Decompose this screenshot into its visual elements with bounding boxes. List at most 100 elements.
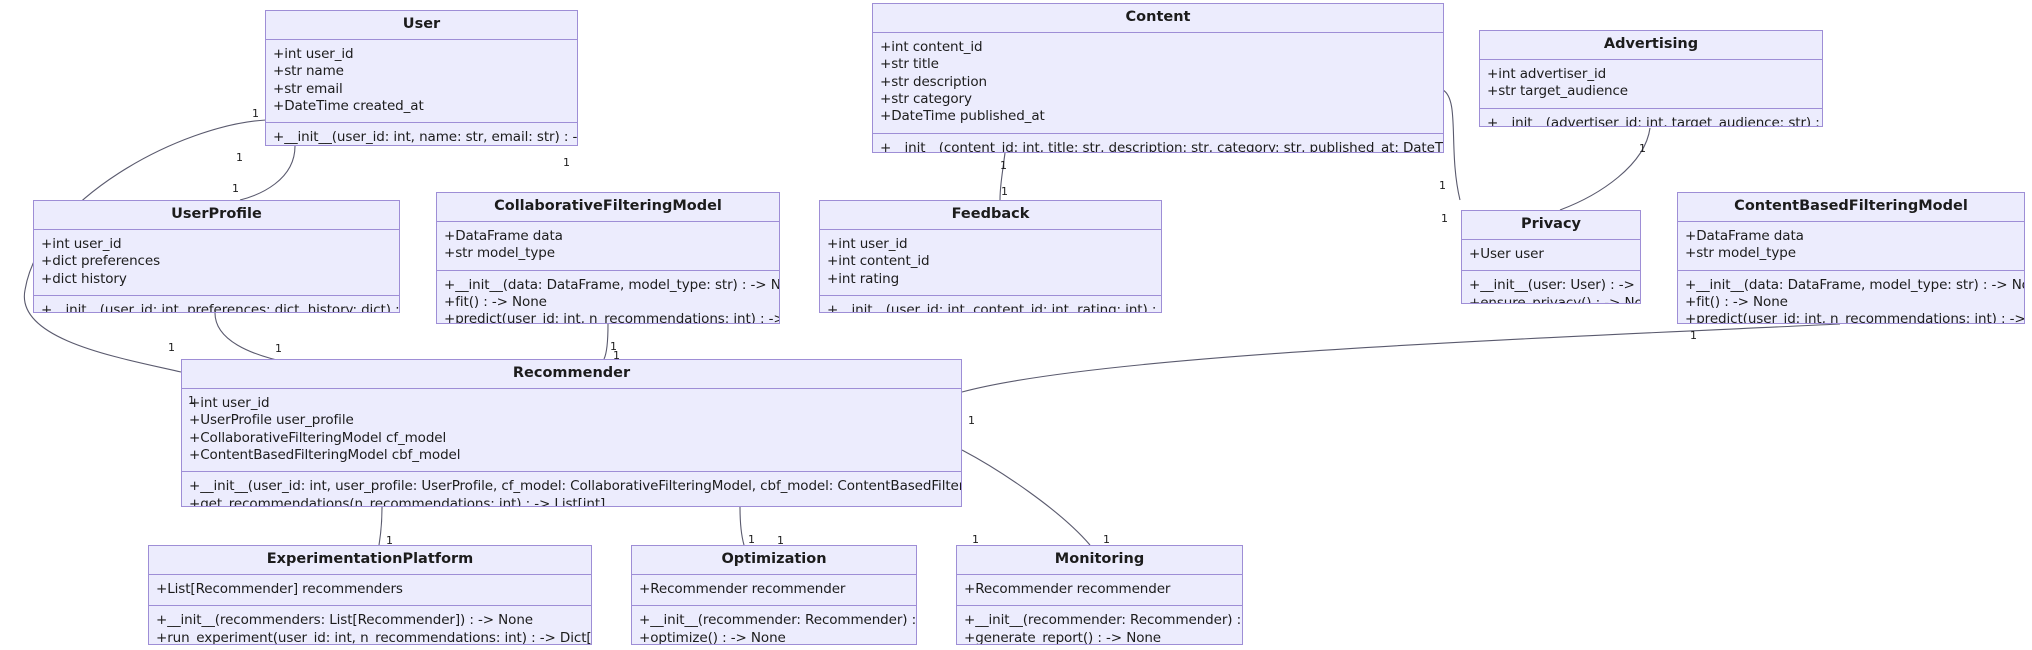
attribute-row: +List[Recommender] recommenders bbox=[156, 581, 403, 598]
class-methods-experimentation: +__init__(recommenders: List[Recommender… bbox=[149, 606, 592, 645]
attribute-row: +int content_id bbox=[827, 253, 930, 270]
class-methods-user: +__init__(user_id: int, name: str, email… bbox=[266, 123, 578, 146]
multiplicity-label: 1 bbox=[232, 182, 239, 195]
association-edge-recommender-experimentation bbox=[378, 506, 383, 546]
uml-class-recommender[interactable]: Recommender+int user_id+UserProfile user… bbox=[181, 359, 962, 507]
method-row: +__init__(data: DataFrame, model_type: s… bbox=[1685, 276, 2025, 293]
uml-class-feedback[interactable]: Feedback+int user_id+int content_id+int … bbox=[819, 200, 1162, 313]
method-row: +generate_report() : -> None bbox=[964, 629, 1162, 645]
multiplicity-label: 1 bbox=[1441, 212, 1448, 225]
class-title-content: Content bbox=[873, 4, 1443, 34]
multiplicity-label: 1 bbox=[968, 414, 975, 427]
class-attributes-content: +int content_id+str title+str descriptio… bbox=[873, 33, 1443, 134]
class-title-recommender: Recommender bbox=[182, 360, 961, 390]
attribute-row: +DataFrame data bbox=[1685, 228, 1804, 245]
method-row: +ensure_privacy() : -> None bbox=[1469, 294, 1641, 304]
multiplicity-label: 1 bbox=[188, 394, 195, 407]
class-title-userprofile: UserProfile bbox=[34, 201, 399, 231]
multiplicity-label: 1 bbox=[748, 533, 755, 546]
method-row: +predict(user_id: int, n_recommendations… bbox=[444, 311, 779, 324]
uml-class-privacy[interactable]: Privacy+User user+__init__(user: User) :… bbox=[1461, 210, 1641, 304]
class-title-monitoring: Monitoring bbox=[957, 546, 1242, 576]
method-row: +__init__(user_id: int, content_id: int,… bbox=[827, 302, 1161, 313]
class-title-user: User bbox=[266, 11, 577, 41]
uml-class-optimization[interactable]: Optimization+Recommender recommender+__i… bbox=[631, 545, 917, 645]
multiplicity-label: 1 bbox=[972, 533, 979, 546]
multiplicity-label: 1 bbox=[168, 341, 175, 354]
uml-class-content[interactable]: Content+int content_id+str title+str des… bbox=[872, 3, 1444, 153]
method-row: +__init__(data: DataFrame, model_type: s… bbox=[444, 276, 780, 293]
attribute-row: +dict history bbox=[41, 270, 127, 287]
attribute-row: +int content_id bbox=[880, 39, 983, 56]
attribute-row: +CollaborativeFilteringModel cf_model bbox=[189, 429, 447, 446]
uml-class-cbfmodel[interactable]: ContentBasedFilteringModel+DataFrame dat… bbox=[1677, 192, 2025, 324]
class-attributes-recommender: +int user_id+UserProfile user_profile+Co… bbox=[182, 389, 961, 473]
attribute-row: +str email bbox=[273, 80, 343, 97]
class-methods-monitoring: +__init__(recommender: Recommender) : ->… bbox=[957, 606, 1242, 645]
multiplicity-label: 1 bbox=[610, 340, 617, 353]
uml-class-advertising[interactable]: Advertising+int advertiser_id+str target… bbox=[1479, 30, 1823, 127]
class-methods-advertising: +__init__(advertiser_id: int, target_aud… bbox=[1480, 108, 1822, 126]
class-title-cbfmodel: ContentBasedFilteringModel bbox=[1678, 193, 2024, 223]
uml-class-cfmodel[interactable]: CollaborativeFilteringModel +DataFrame da… bbox=[436, 192, 780, 324]
class-attributes-monitoring: +Recommender recommender bbox=[957, 575, 1242, 607]
method-row: +optimize() : -> None bbox=[639, 629, 786, 645]
class-methods-content: +__init__(content_id: int, title: str, d… bbox=[873, 133, 1443, 153]
association-edge-advertising-privacy bbox=[1559, 127, 1651, 211]
class-methods-privacy: +__init__(user: User) : -> None+ensure_p… bbox=[1462, 271, 1641, 304]
class-attributes-advertising: +int advertiser_id+str target_audience bbox=[1480, 60, 1822, 109]
method-row: +__init__(user: User) : -> None bbox=[1469, 277, 1640, 294]
attribute-row: +str target_audience bbox=[1487, 83, 1629, 100]
attribute-row: +int user_id bbox=[189, 395, 270, 412]
class-title-cfmodel: CollaborativeFilteringModel bbox=[437, 193, 779, 223]
class-attributes-experimentation: +List[Recommender] recommenders bbox=[149, 575, 591, 607]
class-methods-recommender: +__init__(user_id: int, user_profile: Us… bbox=[182, 472, 961, 506]
multiplicity-label: 1 bbox=[1103, 533, 1110, 546]
attribute-row: +str model_type bbox=[444, 245, 555, 262]
attribute-row: +int rating bbox=[827, 270, 900, 287]
uml-class-monitoring[interactable]: Monitoring +Recommender recommender +__ini… bbox=[956, 545, 1243, 645]
method-row: +predict(user_id: int, n_recommendations… bbox=[1685, 311, 2025, 324]
method-row: +__init__(recommender: Recommender) : ->… bbox=[639, 612, 917, 629]
multiplicity-label: 1 bbox=[1439, 179, 1446, 192]
attribute-row: +Recommender recommender bbox=[964, 581, 1171, 598]
uml-class-userprofile[interactable]: UserProfile+int user_id+dict preferences… bbox=[33, 200, 400, 313]
attribute-row: +Recommender recommender bbox=[639, 581, 846, 598]
association-edge-recommender-monitoring bbox=[961, 449, 1091, 546]
attribute-row: +int user_id bbox=[41, 236, 122, 253]
class-attributes-feedback: +int user_id+int content_id+int rating bbox=[820, 230, 1161, 297]
method-row: +__init__(user_id: int, user_profile: Us… bbox=[189, 478, 961, 495]
class-methods-feedback: +__init__(user_id: int, content_id: int,… bbox=[820, 296, 1161, 313]
method-row: +__init__(user_id: int, name: str, email… bbox=[273, 129, 578, 146]
uml-class-user[interactable]: User+int user_id+str name+str email+Date… bbox=[265, 10, 578, 146]
multiplicity-label: 1 bbox=[236, 151, 243, 164]
association-edge-cbfmodel-recommender bbox=[961, 323, 1841, 393]
class-methods-cfmodel: +__init__(data: DataFrame, model_type: s… bbox=[437, 270, 780, 324]
class-title-experimentation: ExperimentationPlatform bbox=[149, 546, 591, 576]
attribute-row: +DataFrame data bbox=[444, 228, 563, 245]
attribute-row: +ContentBasedFilteringModel cbf_model bbox=[189, 447, 461, 464]
multiplicity-label: 1 bbox=[1690, 329, 1697, 342]
multiplicity-label: 1 bbox=[1001, 185, 1008, 198]
method-row: +__init__(content_id: int, title: str, d… bbox=[880, 139, 1443, 153]
uml-class-experimentation[interactable]: ExperimentationPlatform +List[Recommender… bbox=[148, 545, 592, 645]
method-row: +__init__(recommenders: List[Recommender… bbox=[156, 612, 534, 629]
association-edge-userprofile-recommender bbox=[214, 312, 291, 364]
attribute-row: +str category bbox=[880, 91, 972, 108]
attribute-row: +str description bbox=[880, 73, 987, 90]
attribute-row: +int advertiser_id bbox=[1487, 66, 1607, 83]
multiplicity-label: 1 bbox=[252, 107, 259, 120]
multiplicity-label: 1 bbox=[1639, 142, 1646, 155]
method-row: +fit() : -> None bbox=[444, 294, 547, 311]
attribute-row: +User user bbox=[1469, 246, 1544, 263]
class-methods-optimization: +__init__(recommender: Recommender) : ->… bbox=[632, 606, 917, 645]
attribute-row: +DateTime created_at bbox=[273, 98, 424, 115]
class-attributes-user: +int user_id+str name+str email+DateTime… bbox=[266, 40, 577, 124]
method-row: +run_experiment(user_id: int, n_recommen… bbox=[156, 629, 592, 645]
class-methods-cbfmodel: +__init__(data: DataFrame, model_type: s… bbox=[1678, 270, 2025, 324]
attribute-row: +int user_id bbox=[827, 236, 908, 253]
attribute-row: +int user_id bbox=[273, 46, 354, 63]
method-row: +__init__(recommender: Recommender) : ->… bbox=[964, 612, 1242, 629]
class-attributes-cbfmodel: +DataFrame data+str model_type bbox=[1678, 222, 2024, 271]
